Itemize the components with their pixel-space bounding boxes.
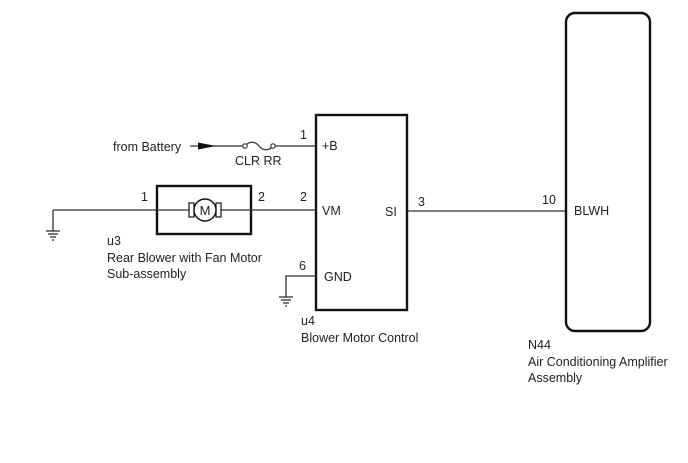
rear-blower-name-line1: Rear Blower with Fan Motor	[107, 251, 262, 265]
blower-motor-control-box	[314, 113, 409, 312]
gnd-wire	[285, 275, 316, 297]
ac-amplifier-code: N44	[528, 338, 551, 352]
ground-icon	[46, 230, 60, 241]
amp-pin-label: BLWH	[574, 204, 609, 218]
fuse-terminal	[242, 143, 248, 149]
pin-number-b: 1	[300, 128, 307, 142]
pin-label-si: SI	[385, 205, 397, 219]
motor-icon: M	[188, 198, 222, 222]
rear-blower-code: u3	[107, 234, 121, 248]
pin-number-gnd: 6	[299, 259, 306, 273]
control-code: u4	[301, 314, 315, 328]
pin-label-b: +B	[322, 139, 338, 153]
ac-amplifier-name-line1: Air Conditioning Amplifier	[528, 355, 668, 369]
rear-blower-name-line2: Sub-assembly	[107, 267, 187, 281]
pin-number-si: 3	[418, 195, 425, 209]
motor-symbol: M	[200, 203, 211, 218]
control-name: Blower Motor Control	[301, 331, 418, 345]
fuse-icon	[244, 141, 274, 151]
amp-pin-number: 10	[542, 193, 556, 207]
motor-pin-left: 1	[141, 190, 148, 204]
ac-amplifier-name-line2: Assembly	[528, 371, 583, 385]
pin-label-gnd: GND	[324, 270, 352, 284]
ac-amplifier-box	[564, 11, 652, 333]
fuse-terminal	[270, 143, 276, 149]
motor-pin-right: 2	[258, 190, 265, 204]
battery-label: from Battery	[113, 140, 182, 154]
battery-arrow-icon	[198, 142, 216, 150]
pin-number-vm: 2	[300, 190, 307, 204]
fuse-label: CLR RR	[235, 154, 282, 168]
ground-icon	[279, 296, 293, 307]
pin-label-vm: VM	[322, 204, 341, 218]
